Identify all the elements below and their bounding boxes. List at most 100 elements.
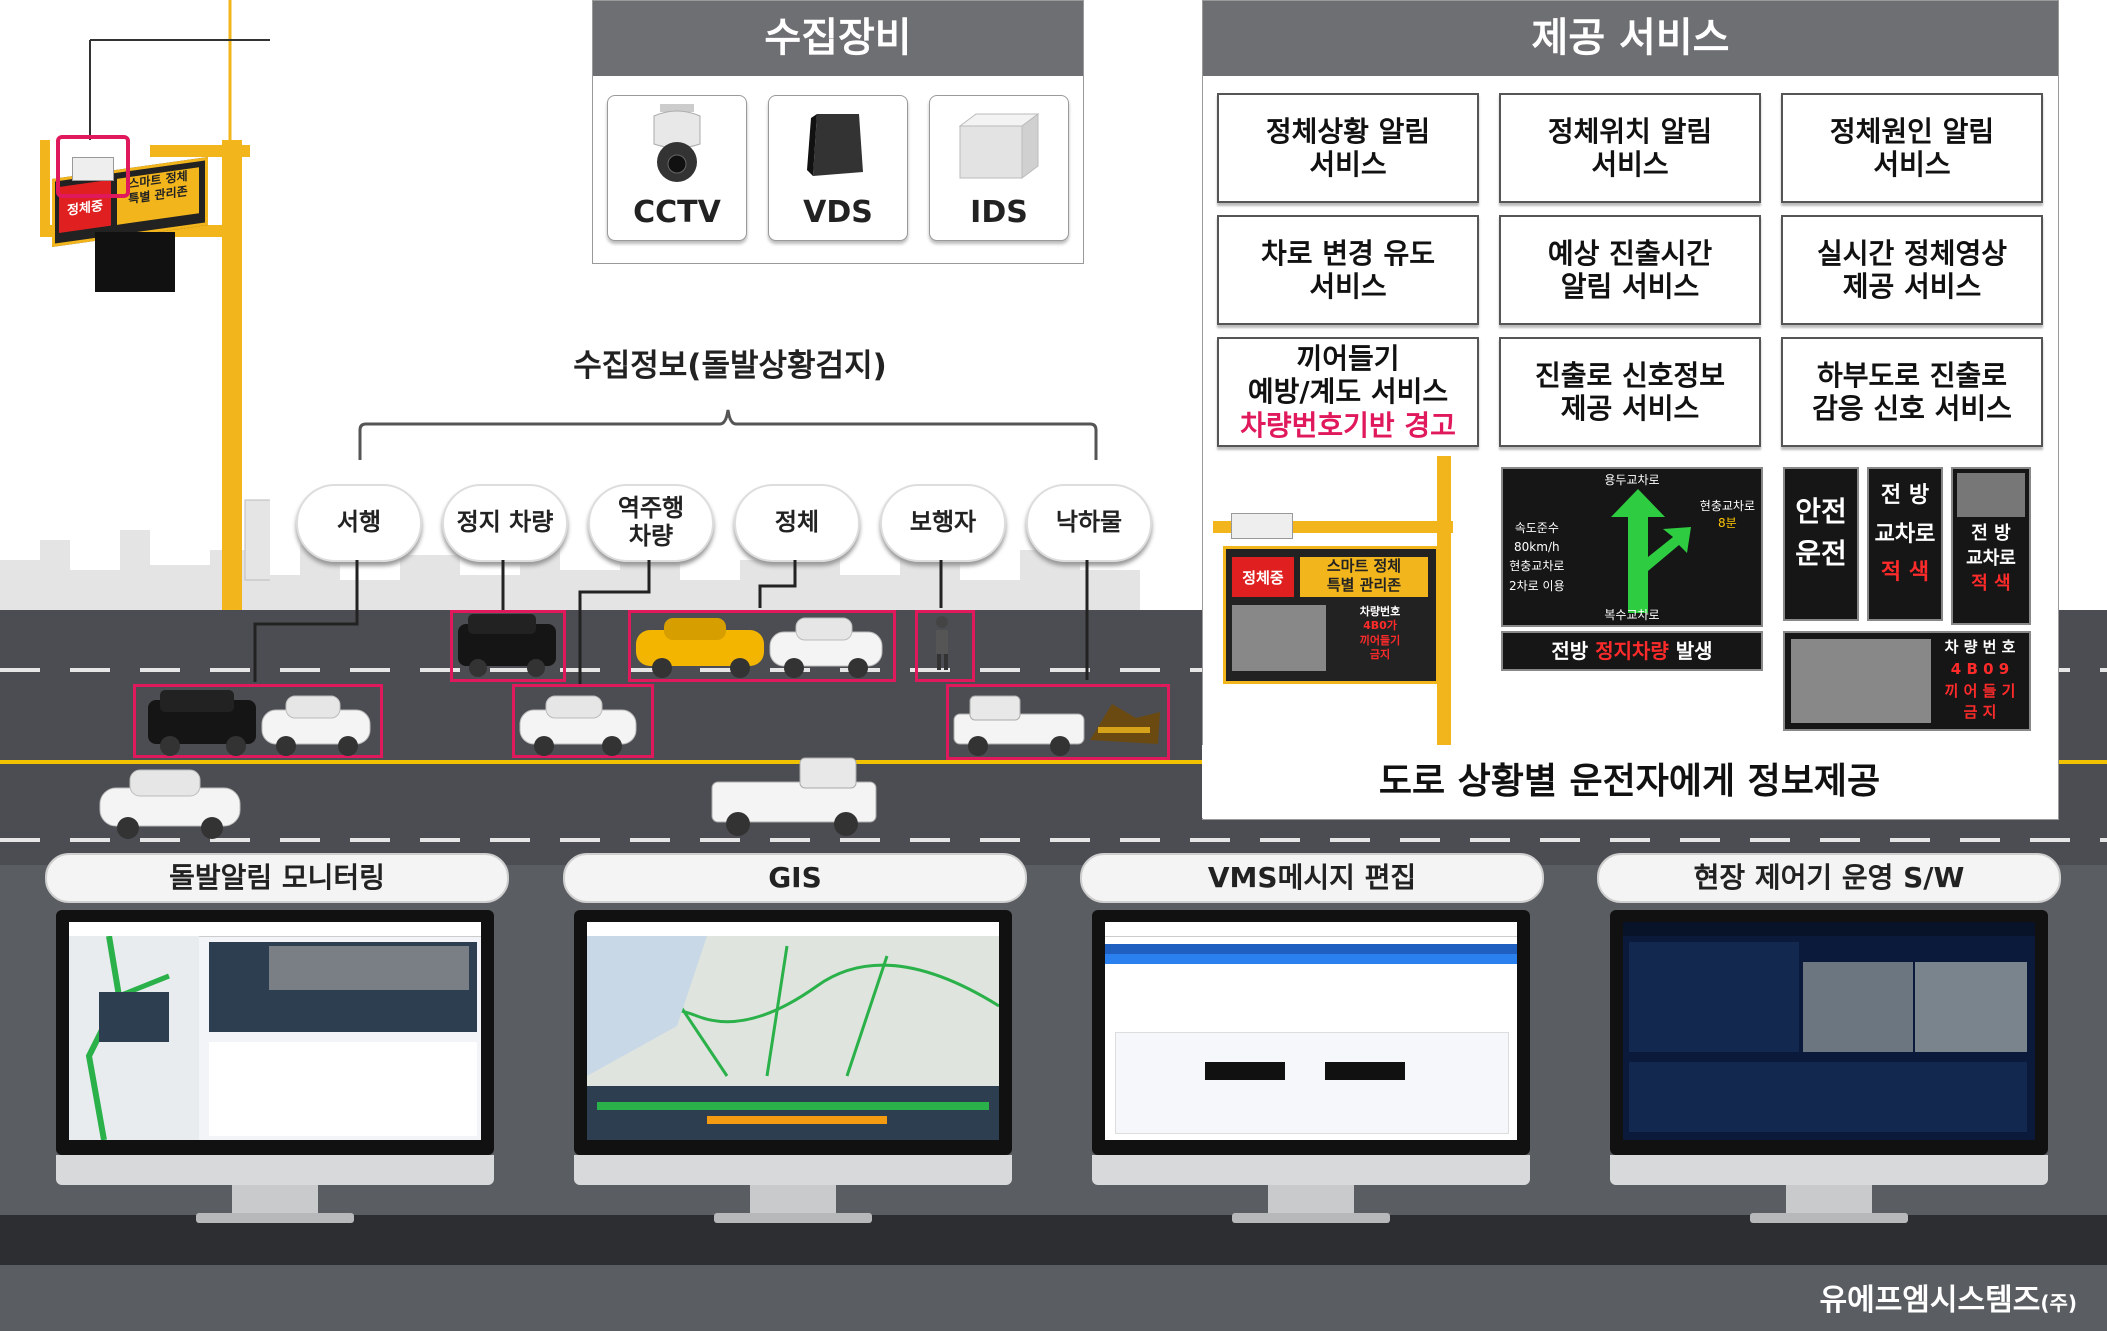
service-line: 정체위치 알림 (1547, 114, 1713, 148)
vms-alert-red: 정지차량 (1595, 639, 1669, 663)
vms-editor-screen (1105, 922, 1517, 1140)
gis-screen (587, 922, 999, 1140)
connector-lines (253, 560, 1089, 685)
vms-plate-line: 금 지 (1963, 703, 1997, 722)
footer-strip (0, 1265, 2107, 1331)
service-line: 서비스 (1591, 148, 1669, 181)
signboard2-line: 금지 (1369, 647, 1391, 661)
service-line: 서비스 (1309, 148, 1387, 181)
incident-screen (69, 922, 481, 1140)
vms-plate-board: 차 량 번 호 4 B 0 9 끼 어 들 기 금 지 (1783, 631, 2031, 731)
services-footer: 도로 상황별 운전자에게 정보제공 (1202, 745, 2057, 818)
service-line: 차로 변경 유도 (1260, 236, 1436, 270)
signboard-lower-panel (95, 232, 175, 292)
vms-signboard-2: 정체중 스마트 정체 특별 관리존 차량번호 4B0가 끼어들기 금지 (1223, 546, 1439, 684)
service-line: 끼어들기 (1296, 342, 1400, 376)
service-line: 하부도로 진출로 (1816, 358, 2008, 392)
monitor-incident (56, 910, 494, 1223)
service-line: 예상 진출시간 (1547, 236, 1713, 270)
city-skyline (0, 530, 1140, 610)
vms-plate-line: 차 량 번 호 (1944, 638, 2016, 656)
control-area-band (0, 1215, 2107, 1265)
signboard2-line: 차량번호 (1359, 605, 1401, 618)
vms-alert-suffix: 발생 (1675, 639, 1713, 663)
vms-right-time: 8분 (1718, 516, 1737, 530)
vms-intersection-board: 용두교차로 현충교차로 8분 속도준수 80km/h 현충교차로 2차로 이용 … (1501, 467, 1763, 627)
black-suv-icon (458, 614, 556, 677)
vms-safe-line: 운전 (1795, 537, 1847, 570)
vms-left-line: 80km/h (1514, 540, 1560, 555)
service-line-highlight: 차량번호기반 경고 (1240, 408, 1456, 442)
vms-front-line: 전 방 (1880, 483, 1930, 508)
debris-icon (1090, 704, 1160, 744)
equipment-title: 수집장비 (593, 1, 1083, 76)
detection-box-wrongway (512, 684, 654, 758)
pickup-truck-icon (711, 757, 877, 836)
sensor-highlight (56, 135, 130, 198)
service-line: 정체상황 알림 (1265, 114, 1431, 148)
vms-front-board-2: 전 방 교차로 적 색 (1951, 467, 2031, 625)
pedestrian-icon (936, 616, 948, 670)
detection-box-pedestrian (915, 610, 975, 682)
vms-safe-line: 안전 (1795, 495, 1847, 528)
signboard2-right-line1: 스마트 정체 (1326, 557, 1402, 575)
company-name-text: 유에프엠시스템즈 (1819, 1283, 2041, 1318)
vms-left-line: 현충교차로 (1509, 559, 1565, 574)
monitor-label-gis: GIS (563, 853, 1027, 903)
equipment-card-cctv: CCTV (607, 95, 747, 241)
vms-plate-line: 끼 어 들 기 (1944, 681, 2016, 700)
pickup-truck-icon (953, 695, 1085, 756)
white-car-icon (519, 695, 637, 756)
vms-left-line: 2차로 이용 (1509, 578, 1565, 593)
service-line: 감응 신호 서비스 (1812, 392, 2012, 425)
vms-bottom-label: 복수교차로 (1604, 608, 1660, 622)
equipment-panel: 수집장비 CCTV VDS IDS (592, 0, 1084, 264)
monitor-label-incident: 돌발알림 모니터링 (45, 853, 509, 903)
vms-front-line: 교차로 (1874, 521, 1936, 547)
equipment-card-vds: VDS (768, 95, 908, 241)
collection-item: 정지 차량 (442, 484, 568, 562)
cctv-thumbnail (1232, 605, 1326, 671)
collection-bracket (358, 409, 1098, 460)
cctv-thumbnail (1791, 639, 1931, 723)
vms-front-line: 적 색 (1880, 560, 1930, 585)
vms-right-label: 현충교차로 (1699, 499, 1755, 513)
white-car-icon (99, 769, 241, 839)
company-suffix: (주) (2040, 1291, 2077, 1315)
monitor-label-controller: 현장 제어기 운영 S/W (1597, 853, 2061, 903)
controller-screen (1623, 922, 2035, 1140)
service-line: 제공 서비스 (1842, 270, 1982, 303)
gantry-pole-2 (1437, 456, 1451, 746)
service-line: 알림 서비스 (1560, 270, 1700, 303)
services-title: 제공 서비스 (1203, 1, 2058, 76)
equipment-label: VDS (803, 195, 873, 230)
detection-box-debris (946, 684, 1170, 760)
vms-front-line: 전 방 (1971, 523, 2011, 544)
vms-alert-board: 전방 정지차량 발생 (1501, 631, 1763, 671)
monitor-gis (574, 910, 1012, 1223)
monitor-vms (1092, 910, 1530, 1223)
equipment-label: IDS (970, 195, 1028, 230)
cctv-thumbnail (1957, 473, 2025, 517)
equipment-card-ids: IDS (929, 95, 1069, 241)
collection-item: 보행자 (880, 484, 1006, 562)
monitor-label-vms: VMS메시지 편집 (1080, 853, 1544, 903)
signboard2-left-text: 정체중 (1232, 557, 1294, 597)
vms-front-line: 교차로 (1966, 548, 2016, 570)
detection-box-stopped (450, 610, 566, 682)
sensor-icon-2 (1231, 513, 1293, 539)
service-line: 예방/계도 서비스 (1247, 375, 1449, 409)
route-arrow-icon (1611, 489, 1691, 613)
equipment-label: CCTV (633, 195, 721, 230)
service-line: 진출로 신호정보 (1534, 358, 1726, 392)
sensor-icon (72, 157, 114, 181)
service-line: 정체원인 알림 (1829, 114, 1995, 148)
